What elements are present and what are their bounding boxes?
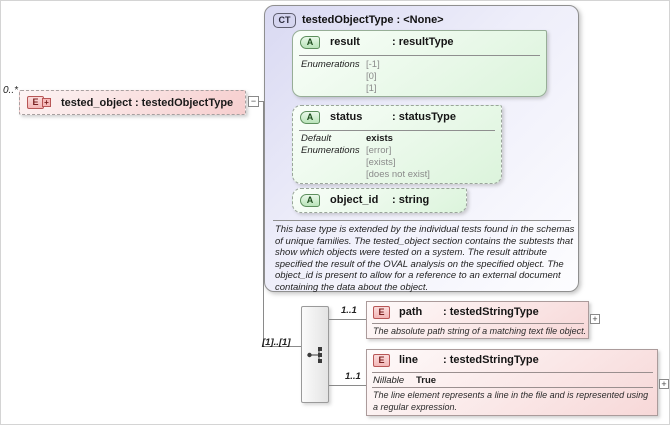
enumerations-label: Enumerations bbox=[301, 145, 360, 156]
attribute-icon: A bbox=[300, 194, 320, 207]
attribute-object-id[interactable]: A object_id : string bbox=[292, 188, 467, 213]
element-title: tested_object : testedObjectType bbox=[61, 96, 234, 109]
sequence-compositor[interactable] bbox=[301, 306, 329, 403]
enum-value: [error] bbox=[366, 145, 392, 156]
attribute-name: object_id bbox=[330, 194, 379, 206]
enumeration-values: [error] [exists] [does not exist] bbox=[366, 145, 430, 181]
expand-button-line[interactable]: + bbox=[659, 379, 669, 389]
attribute-type: : resultType bbox=[392, 36, 454, 48]
connector-line bbox=[263, 101, 264, 346]
divider bbox=[372, 372, 653, 373]
element-path[interactable]: E path : testedStringType The absolute p… bbox=[366, 301, 589, 339]
element-tested-object[interactable]: E + tested_object : testedObjectType bbox=[19, 90, 246, 115]
enum-value: [1] bbox=[366, 83, 377, 94]
attribute-type: : string bbox=[392, 194, 430, 206]
element-name: line bbox=[399, 354, 418, 366]
nillable-label: Nillable bbox=[373, 375, 405, 386]
complex-type-testedObjectType[interactable]: CT testedObjectType : <None> A result : … bbox=[264, 5, 579, 293]
divider bbox=[273, 220, 571, 221]
element-plus-icon: E + bbox=[27, 96, 53, 109]
element-icon: E bbox=[373, 354, 390, 367]
plus-icon: + bbox=[42, 98, 51, 107]
collapse-button[interactable]: − bbox=[248, 96, 259, 107]
element-icon: E bbox=[373, 306, 390, 319]
enum-value: [does not exist] bbox=[366, 169, 430, 180]
nillable-value: True bbox=[416, 375, 437, 386]
element-type: : testedStringType bbox=[443, 354, 539, 366]
path-cardinality-label: 1..1 bbox=[341, 305, 357, 316]
default-value: exists bbox=[366, 133, 393, 144]
compositor-cardinality-label: [1]..[1] bbox=[262, 337, 291, 348]
attribute-type: : statusType bbox=[392, 111, 456, 123]
complex-type-icon: CT bbox=[273, 13, 296, 28]
attribute-icon: A bbox=[300, 36, 320, 49]
divider bbox=[372, 323, 584, 324]
complex-type-title: testedObjectType : <None> bbox=[302, 14, 444, 26]
enum-value: [exists] bbox=[366, 157, 396, 168]
element-type: : testedStringType bbox=[443, 306, 539, 318]
sequence-branch-icon bbox=[307, 347, 322, 363]
divider bbox=[372, 387, 653, 388]
enum-value: [0] bbox=[366, 71, 377, 82]
default-label: Default bbox=[301, 133, 332, 144]
attribute-icon: A bbox=[300, 111, 320, 124]
root-cardinality-label: 0..* bbox=[3, 85, 19, 96]
element-documentation: The absolute path string of a matching t… bbox=[373, 326, 587, 336]
enumeration-values: [-1] [0] [1] bbox=[366, 59, 380, 95]
enum-value: [-1] bbox=[366, 59, 380, 70]
connector-line bbox=[263, 346, 301, 347]
complex-type-documentation: This base type is extended by the indivi… bbox=[275, 224, 575, 293]
element-name: path bbox=[399, 306, 423, 318]
divider bbox=[299, 130, 495, 131]
divider bbox=[299, 55, 540, 56]
attribute-name: result bbox=[330, 36, 360, 48]
element-line[interactable]: E line : testedStringType Nillable True … bbox=[366, 349, 658, 416]
attribute-name: status bbox=[330, 111, 363, 123]
connector-line bbox=[329, 385, 366, 386]
connector-line bbox=[329, 319, 366, 320]
line-cardinality-label: 1..1 bbox=[345, 371, 361, 382]
element-documentation: The line element represents a line in th… bbox=[373, 390, 649, 412]
connector-line bbox=[259, 101, 264, 102]
attribute-result[interactable]: A result : resultType Enumerations [-1] … bbox=[292, 30, 547, 97]
expand-button-path[interactable]: + bbox=[590, 314, 600, 324]
enumerations-label: Enumerations bbox=[301, 59, 360, 70]
attribute-status[interactable]: A status : statusType Default exists Enu… bbox=[292, 105, 502, 184]
